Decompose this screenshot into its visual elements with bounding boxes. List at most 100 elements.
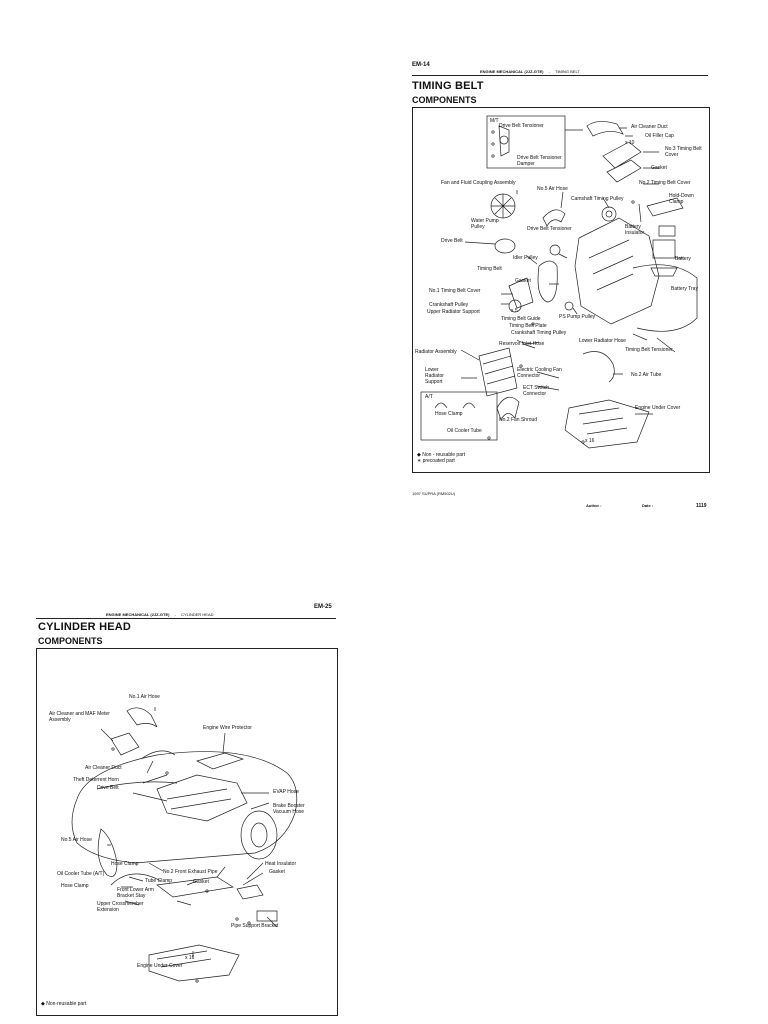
label-drive-belt: Drive Belt [441, 238, 463, 244]
oil-cooler-tube-shape [110, 873, 162, 886]
wheel-shape [240, 810, 278, 860]
components-diagram: M/T Drive Belt Tensioner Drive Belt Tens… [412, 107, 710, 473]
header-rule [412, 75, 708, 76]
label-gasket-top: Gasket [651, 165, 667, 171]
label-theft-deterrent-horn: Theft Deterrent Horn [73, 777, 119, 783]
label-air-cleaner-maf: Air Cleaner and MAF Meter Assembly [49, 711, 110, 723]
label-drive-belt-tensioner-damper: Drive Belt Tensioner Damper [517, 155, 562, 167]
label-x16: x 16 [185, 955, 195, 961]
label-drive-belt-tensioner-mid: Drive Belt Tensioner [527, 226, 572, 232]
footer-model: 1997 SUPRA (RM502U) [412, 491, 456, 496]
footer-page-value: 1119 [696, 503, 707, 509]
label-brake-booster-vacuum-hose: Brake Booster Vacuum Hose [273, 803, 305, 815]
page-subtitle: COMPONENTS [412, 95, 477, 105]
cylinder-head-page: EM-25 ENGINE MECHANICAL (2JZ-GTE) - CYLI… [30, 600, 340, 1020]
under-cover-ribs [156, 950, 212, 968]
label-front-lower-arm-bracket-stay: Front Lower Arm Bracket Stay [117, 887, 154, 899]
label-no5-air-hose: No.5 Air Hose [537, 186, 568, 192]
label-oil-cooler-tube: Oil Cooler Tube [447, 428, 482, 434]
label-gasket-mid: Gasket [515, 278, 531, 284]
label-heat-insulator: Heat Insulator [265, 861, 297, 867]
label-air-cleaner-duct: Air Cleaner Duct [631, 124, 668, 130]
gasket-shape [606, 159, 642, 183]
page-title: TIMING BELT [412, 80, 484, 92]
label-gasket-right: Gasket [269, 869, 285, 875]
at-inset-box [420, 391, 498, 441]
leader-lines [100, 707, 278, 957]
battery-tray-shape [650, 267, 678, 277]
air-tube-shape [582, 351, 615, 383]
label-fan-fluid-coupling: Fan and Fluid Coupling Assembly [441, 180, 516, 186]
label-x5: x 5 [511, 308, 518, 314]
bolt-marks [487, 130, 635, 444]
label-no3-timing-belt-cover: No.3 Timing Belt Cover [665, 146, 702, 158]
page-code: EM-25 [314, 604, 332, 610]
leader-lines [460, 127, 683, 415]
label-upper-crossmember-extension: Upper Crossmember Extension [97, 901, 144, 913]
timing-belt-shape [537, 260, 558, 303]
fan-blades [491, 194, 515, 218]
section-separator: - [174, 612, 176, 617]
battery-shape [652, 239, 676, 259]
label-battery: Battery [675, 256, 691, 262]
label-crankshaft-pulley: Crankshaft Pulley [429, 302, 469, 308]
air-cleaner-box [110, 732, 140, 756]
under-cover-ribs [578, 407, 628, 435]
label-battery-tray: Battery Tray [671, 286, 698, 292]
engine-ribs [588, 239, 634, 291]
wheel-hub [250, 822, 268, 848]
timing-belt-page: EM-14 ENGINE MECHANICAL (2JZ-GTE) - TIMI… [400, 55, 720, 515]
label-hose-clamp: Hose Clamp [435, 411, 463, 417]
label-oil-cooler-tube-at: Oil Cooler Tube (A/T) [57, 871, 105, 877]
radiator-shape [478, 347, 518, 397]
under-cover-shape [564, 399, 650, 449]
ps-pump-pulley-shape [564, 301, 574, 311]
label-no2-timing-belt-cover: No.2 Timing Belt Cover [639, 180, 691, 186]
engine-shape [156, 774, 248, 822]
under-cover-shape [148, 944, 240, 982]
bolt-marks [111, 747, 251, 983]
reservoir-hose-shape [516, 339, 540, 344]
label-timing-belt-plate: Timing Belt Plate [509, 323, 547, 329]
label-tube-clamp: Tube Clamp [145, 878, 173, 884]
label-engine-wire-protector: Engine Wire Protector [203, 725, 252, 731]
subsection-name: TIMING BELT [555, 69, 580, 74]
label-oil-filler-cap: Oil Filler Cap [645, 133, 674, 139]
label-drive-belt-tensioner-top: Drive Belt Tensioner [499, 123, 544, 129]
legend-non-reusable: ◆ Non - reusable part [417, 452, 466, 458]
label-no1-air-hose: No.1 Air Hose [129, 694, 160, 700]
tensioner-pulley [499, 135, 509, 145]
section-separator: - [548, 69, 550, 74]
no1-cover-shape [508, 277, 534, 309]
section-header: ENGINE MECHANICAL (2JZ-GTE) - TIMING BEL… [480, 69, 580, 74]
label-electric-cooling-fan-connector: Electric Cooling Fan Connector [517, 367, 562, 379]
pipe-support-bracket-shape [256, 910, 278, 922]
label-upper-radiator-support: Upper Radiator Support [427, 309, 480, 315]
label-no5-air-hose: No.5 Air Hose [61, 837, 92, 843]
label-radiator-assembly: Radiator Assembly [415, 349, 457, 355]
tensioner-part [498, 125, 510, 157]
engine-ribs [166, 788, 232, 810]
label-drive-belt: Drive Belt [97, 785, 119, 791]
idler-pulley-shape [549, 244, 561, 256]
label-at: A/T [425, 394, 433, 400]
no3-cover-shape [602, 141, 642, 169]
footer-date: Date : [642, 503, 653, 508]
label-x16: x 16 [585, 438, 595, 444]
label-no1-timing-belt-cover: No.1 Timing Belt Cover [429, 288, 481, 294]
fan-shroud-shape [496, 396, 520, 421]
body-curve [632, 264, 698, 332]
footer-author: Author : [586, 503, 602, 508]
label-timing-belt-guide: Timing Belt Guide [501, 316, 541, 322]
air-cleaner-duct-shape [140, 750, 176, 760]
components-diagram: No.1 Air Hose Air Cleaner and MAF Meter … [36, 648, 338, 1016]
label-timing-belt-tensioner: Timing Belt Tensioner [625, 347, 673, 353]
label-pipe-support-bracket: Pipe Support Bracket [231, 923, 279, 929]
label-camshaft-timing-pulley: Camshaft Timing Pulley [571, 196, 624, 202]
label-lower-radiator-support: Lower Radiator Support [425, 367, 444, 385]
section-name: ENGINE MECHANICAL (2JZ-GTE) [480, 69, 544, 74]
hold-down-clamp-shape [646, 197, 684, 217]
label-ect-switch-connector: ECT Switch Connector [523, 385, 550, 397]
label-no2-air-tube: No.2 Air Tube [631, 372, 662, 378]
mt-inset-box [486, 115, 566, 169]
